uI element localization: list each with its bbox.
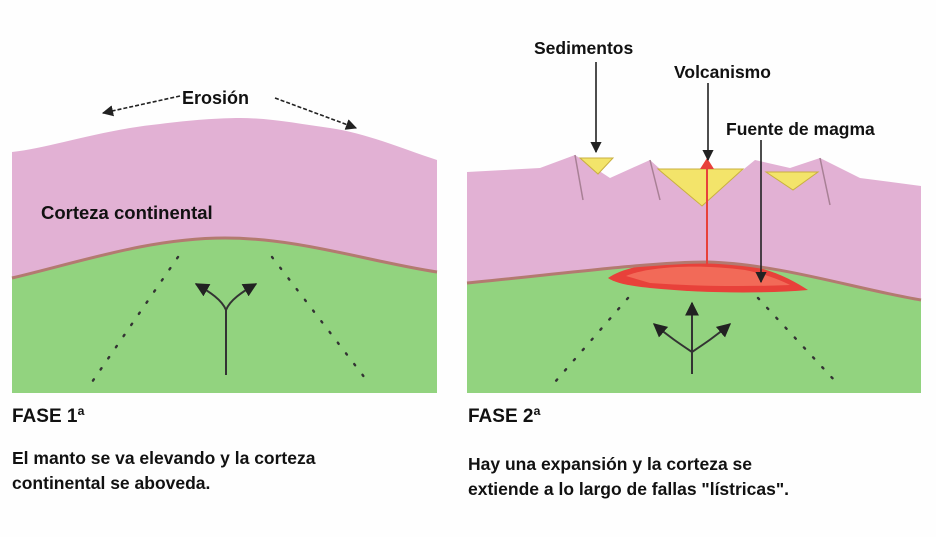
phase1-erosion-arrow-left-icon bbox=[103, 96, 180, 113]
phase1-caption: El manto se va elevando y la corteza con… bbox=[12, 446, 467, 496]
phase1-caption-line-1: El manto se va elevando y la corteza bbox=[12, 446, 467, 471]
phase2-volcanism-label: Volcanismo bbox=[674, 62, 771, 82]
phase1-erosion-label: Erosión bbox=[182, 88, 249, 108]
phase2-title: FASE 2ª bbox=[468, 406, 541, 428]
phase2-caption: Hay una expansión y la corteza se extien… bbox=[468, 452, 923, 502]
phase1-title: FASE 1ª bbox=[12, 406, 85, 428]
phase1-diagram: Erosión Corteza continental bbox=[12, 88, 437, 393]
phase1-caption-line-2: continental se aboveda. bbox=[12, 471, 467, 496]
phase2-caption-line-1: Hay una expansión y la corteza se bbox=[468, 452, 923, 477]
phase2-magma-source-label: Fuente de magma bbox=[726, 119, 875, 139]
phase2-diagram: Sedimentos Volcanismo Fuente de magma bbox=[467, 38, 921, 393]
phase2-caption-line-2: extiende a lo largo de fallas "lístricas… bbox=[468, 477, 923, 502]
phase1-crust-label: Corteza continental bbox=[41, 202, 213, 223]
phase2-sediments-label: Sedimentos bbox=[534, 38, 633, 58]
phase2-volcano-vent bbox=[700, 158, 714, 169]
